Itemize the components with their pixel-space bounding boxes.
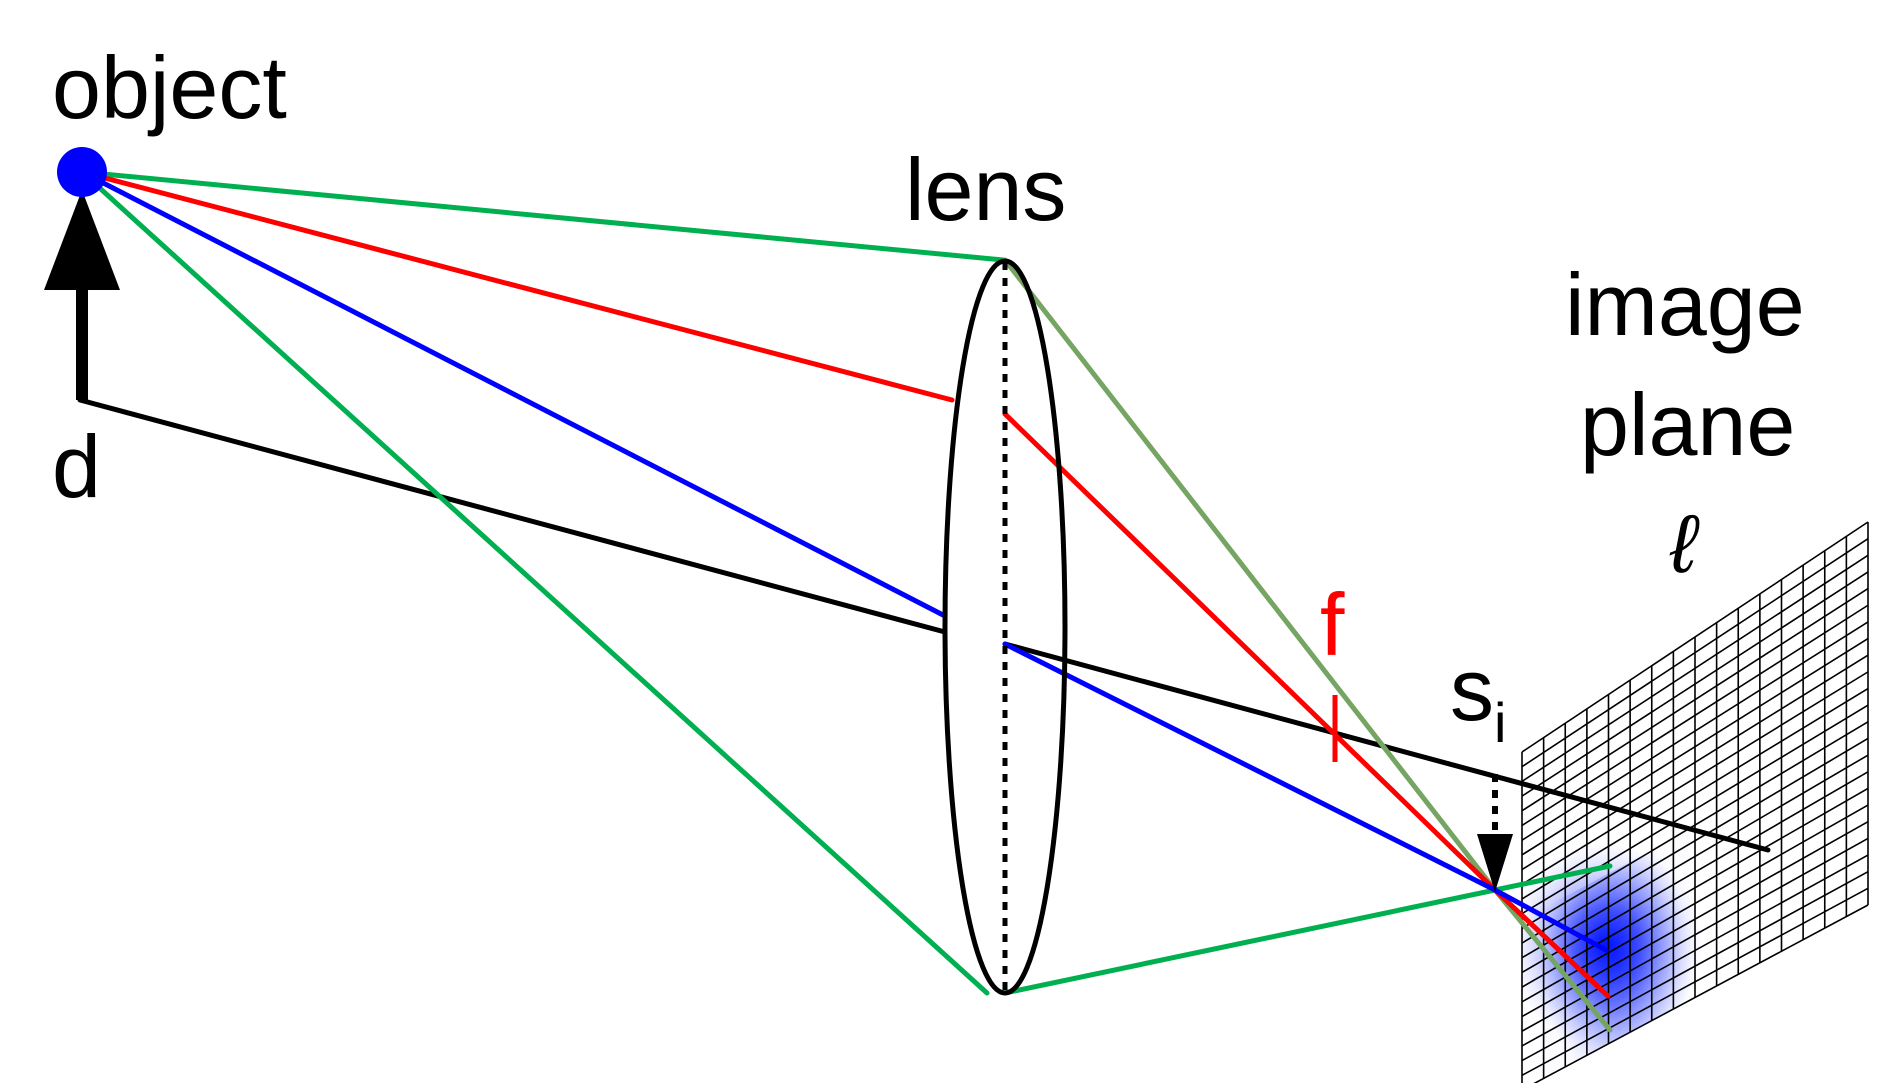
green-ray-bottom (79, 169, 990, 996)
grid-line-horizontal (1521, 521, 1869, 753)
object-point (57, 147, 107, 197)
lens-outline (942, 258, 1068, 996)
grid-line-horizontal (1521, 737, 1869, 944)
lens-label: lens (905, 140, 1066, 239)
grid-line-horizontal (1521, 587, 1869, 812)
grid-line-horizontal (1521, 854, 1869, 1047)
grid-line-horizontal (1521, 721, 1869, 930)
grid-line-horizontal (1521, 787, 1869, 988)
red-ray-incoming (79, 169, 955, 403)
grid-line-horizontal (1521, 654, 1869, 871)
grid-line-horizontal (1521, 637, 1869, 856)
grid-line-horizontal (1521, 671, 1869, 885)
s-label-subscript: i (1494, 691, 1506, 754)
grid-line-horizontal (1521, 887, 1869, 1077)
grid-line-horizontal (1521, 870, 1869, 1062)
grid-line-horizontal (1533, 904, 1869, 1083)
s-label: si (1450, 640, 1506, 754)
image-plane-label-line1: image (1565, 255, 1805, 354)
grid-line-horizontal (1521, 837, 1869, 1032)
image-plane-grid (1521, 521, 1869, 1083)
grid-line-horizontal (1521, 821, 1869, 1018)
blue-ray-incoming (79, 169, 948, 619)
grid-line-horizontal (1521, 604, 1869, 827)
defocus-arrow (1477, 774, 1513, 892)
grid-line-horizontal (1521, 621, 1869, 841)
green-ray-refracted-bottom (1002, 863, 1613, 996)
grid-line-horizontal (1521, 554, 1869, 783)
d-label: d (52, 417, 101, 516)
green-ray-top (79, 169, 1006, 263)
grid-line-horizontal (1521, 571, 1869, 797)
grid-line-horizontal (1521, 754, 1869, 959)
grid-line-horizontal (1521, 537, 1869, 768)
red-ray-refracted (1002, 411, 1611, 999)
ell-label: ℓ (1669, 499, 1700, 590)
grid-line-horizontal (1521, 704, 1869, 915)
grid-line-horizontal (1521, 687, 1869, 900)
f-label: f (1320, 575, 1345, 674)
s-label-main: s (1450, 640, 1494, 739)
object-label: object (52, 38, 287, 137)
grid-line-horizontal (1521, 771, 1869, 974)
image-plane-label-line2: plane (1580, 375, 1795, 474)
object-arrow (44, 190, 120, 400)
blue-ray-refracted (1002, 641, 1609, 953)
chief-ray (77, 397, 948, 635)
up-arrow-icon (44, 190, 120, 290)
down-arrow-icon (1477, 834, 1513, 892)
lens (942, 258, 1068, 996)
